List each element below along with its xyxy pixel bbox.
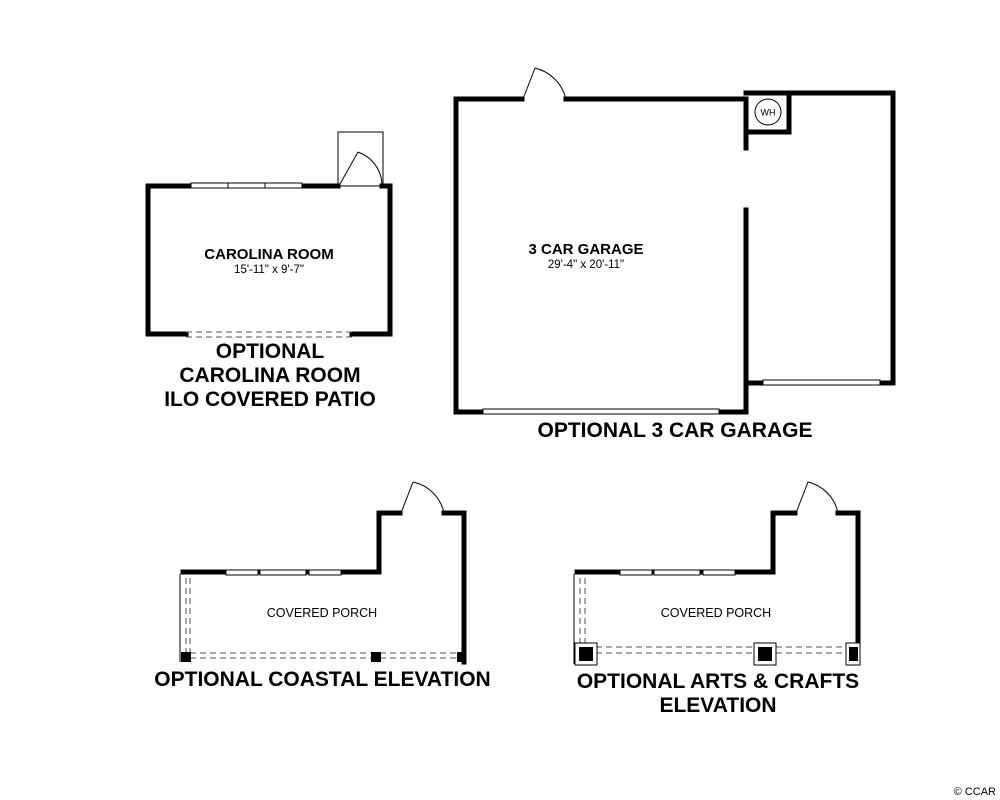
water-heater-icon: WH [754,98,782,126]
door-swing-icon [522,67,567,100]
arts-crafts-porch-plan: COVERED PORCH [573,481,861,666]
porch-column [845,642,861,666]
caption-line: CAROLINA ROOM [179,364,361,387]
caption-line: ELEVATION [659,694,777,717]
window-icon [619,569,653,576]
porch-post [181,652,191,662]
coastal-porch-plan: COVERED PORCH [179,481,467,665]
coastal-caption: OPTIONAL COASTAL ELEVATION [120,668,525,692]
door-step [337,131,384,187]
coastal-porch-name: COVERED PORCH [267,606,377,620]
carolina-wall-right [349,183,393,337]
carolina-room-plan: CAROLINA ROOM 15'-11" x 9'-7" [145,131,393,338]
caption-line: OPTIONAL 3 CAR GARAGE [537,419,813,442]
caption-line: OPTIONAL [215,340,325,363]
window-icon [225,569,259,576]
garage-plan: WH 3 CAR GARAGE 29'-4" x 20'-11" [453,67,896,415]
wh-closet [743,90,792,135]
garage-wall-left [453,96,525,415]
copyright-notice: © CCAR [953,786,996,798]
coastal-wall-top [180,510,403,575]
garage-door [482,408,720,415]
garage-door [762,379,881,386]
water-heater-label: WH [761,108,776,118]
door-swing-icon [339,151,383,185]
caption-line: ILO COVERED PATIO [164,388,376,411]
door-swing-icon [795,481,839,514]
porch-column [574,642,598,666]
garage-wall-mid [716,207,749,415]
garage-wall-right [743,90,896,386]
garage-caption: OPTIONAL 3 CAR GARAGE [455,419,895,443]
porch-post [371,652,381,662]
caption-line: OPTIONAL COASTAL ELEVATION [154,668,491,691]
door-swing-icon [400,481,445,514]
window-icon [190,182,229,189]
window-icon [702,569,736,576]
window-icon [653,569,701,576]
window-icon [227,182,266,189]
coastal-wall-right [441,510,467,665]
window-icon [264,182,303,189]
window-icon [259,569,307,576]
carolina-room-dimensions: 15'-11" x 9'-7" [234,264,304,276]
porch-post [457,652,466,662]
garage-dimensions: 29'-4" x 20'-11" [548,259,624,271]
arts-crafts-caption: OPTIONAL ARTS & CRAFTS ELEVATION [548,670,888,718]
window-icon [308,569,342,576]
arts-crafts-porch-name: COVERED PORCH [661,606,771,620]
porch-column [753,642,777,666]
caption-line: OPTIONAL ARTS & CRAFTS [576,670,860,693]
garage-wall-top [563,96,749,151]
carolina-room-caption: OPTIONAL CAROLINA ROOM ILO COVERED PATIO [140,340,400,412]
carolina-room-name: CAROLINA ROOM [204,246,333,263]
garage-name: 3 CAR GARAGE [528,241,643,258]
arts-wall-top [574,510,798,575]
arts-wall-right [835,510,861,665]
